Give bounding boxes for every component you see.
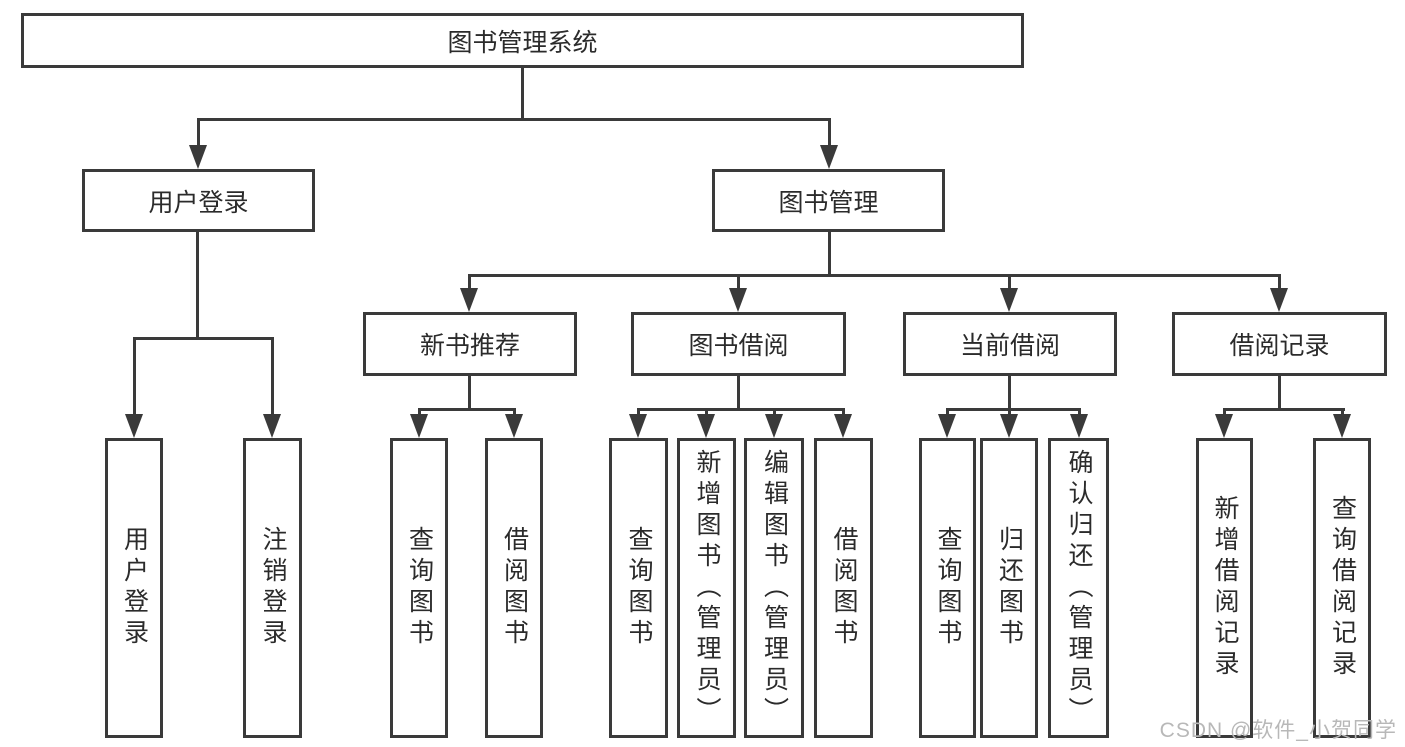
connector-current-rail	[946, 408, 1081, 411]
leaf-label: 用户登录	[120, 526, 149, 650]
leaf-current-confirm-return-admin: 确认归还（管理员）	[1048, 438, 1109, 738]
leaf-label: 归还图书	[995, 526, 1024, 650]
leaf-label: 查询图书	[625, 526, 653, 650]
arrowhead-borrowing	[729, 288, 747, 312]
leaf-current-query-books: 查询图书	[919, 438, 976, 738]
connector-current-leaf1	[946, 408, 949, 418]
node-label: 用户登录	[148, 188, 249, 217]
arrowhead-current-leaf3	[1070, 414, 1088, 438]
node-current-borrowing: 当前借阅	[903, 312, 1117, 376]
leaf-label: 新增借阅记录	[1211, 495, 1239, 681]
arrowhead-leaf-logout	[263, 414, 281, 438]
connector-borrowing-rail	[637, 408, 845, 411]
connector-to-user-login	[197, 118, 200, 150]
leaf-recommend-borrow-books: 借阅图书	[485, 438, 543, 738]
arrowhead-user-login	[189, 145, 207, 169]
leaf-current-return-books: 归还图书	[980, 438, 1038, 738]
node-library-management-system: 图书管理系统	[21, 13, 1024, 68]
leaf-borrowing-edit-books-admin: 编辑图书（管理员）	[744, 438, 804, 738]
connector-borrowing-leaf1	[637, 408, 640, 418]
connector-to-records	[1278, 274, 1281, 292]
connector-records-rail	[1223, 408, 1345, 411]
arrowhead-current-leaf1	[938, 414, 956, 438]
leaf-label: 借阅图书	[830, 526, 858, 650]
connector-borrowing-leaf2	[705, 408, 708, 418]
leaf-records-query-borrow-record: 查询借阅记录	[1313, 438, 1371, 738]
arrowhead-recommend-leaf1	[410, 414, 428, 438]
arrowhead-current-leaf2	[1000, 414, 1018, 438]
leaf-records-add-borrow-record: 新增借阅记录	[1196, 438, 1253, 738]
connector-to-leaf-user-login	[133, 337, 136, 418]
connector-borrowing-leaf4	[842, 408, 845, 418]
leaf-borrowing-query-books: 查询图书	[609, 438, 668, 738]
connector-recommend-leaf2	[513, 408, 516, 418]
leaf-label: 查询图书	[405, 526, 434, 650]
connector-borrowing-stub	[737, 376, 740, 410]
connector-to-leaf-logout	[271, 337, 274, 418]
node-new-book-recommendation: 新书推荐	[363, 312, 577, 376]
connector-to-recommend	[468, 274, 471, 292]
connector-to-borrowing	[737, 274, 740, 292]
csdn-watermark: CSDN @软件_小贺同学	[1159, 719, 1397, 742]
connector-book-mgmt-stub	[828, 232, 831, 276]
node-label: 图书管理	[778, 188, 879, 217]
node-book-management: 图书管理	[712, 169, 945, 232]
node-label: 借阅记录	[1229, 332, 1330, 360]
arrowhead-borrowing-leaf1	[629, 414, 647, 438]
connector-current-stub	[1008, 376, 1011, 410]
leaf-recommend-query-books: 查询图书	[390, 438, 448, 738]
leaf-borrowing-borrow-books: 借阅图书	[814, 438, 873, 738]
node-book-borrowing: 图书借阅	[631, 312, 846, 376]
leaf-logout-login: 注销登录	[243, 438, 302, 738]
node-label: 当前借阅	[959, 332, 1060, 360]
node-label: 新书推荐	[419, 332, 520, 360]
node-user-login: 用户登录	[82, 169, 315, 232]
connector-to-current	[1008, 274, 1011, 292]
arrowhead-book-management	[820, 145, 838, 169]
leaf-label: 查询图书	[934, 526, 962, 650]
leaf-borrowing-add-books-admin: 新增图书（管理员）	[677, 438, 736, 738]
connector-user-login-stub	[196, 232, 199, 340]
connector-borrowing-leaf3	[773, 408, 776, 418]
connector-root-stub	[521, 68, 524, 120]
connector-records-leaf2	[1341, 408, 1344, 418]
arrowhead-records-leaf2	[1333, 414, 1351, 438]
leaf-label: 确认归还（管理员）	[1065, 448, 1093, 728]
leaf-label: 注销登录	[259, 526, 287, 650]
connector-recommend-stub	[468, 376, 471, 410]
connector-records-stub	[1278, 376, 1281, 410]
leaf-label: 查询借阅记录	[1328, 495, 1357, 681]
arrowhead-records-leaf1	[1215, 414, 1233, 438]
arrowhead-borrowing-leaf2	[697, 414, 715, 438]
leaf-label: 编辑图书（管理员）	[760, 448, 789, 728]
connector-current-leaf3	[1078, 408, 1081, 418]
node-label: 图书借阅	[688, 332, 789, 360]
connector-records-leaf1	[1223, 408, 1226, 418]
node-borrowing-records: 借阅记录	[1172, 312, 1387, 376]
leaf-label: 借阅图书	[500, 526, 529, 650]
node-label: 图书管理系统	[447, 28, 598, 57]
connector-user-login-rail	[133, 337, 274, 340]
connector-level3-rail	[468, 274, 1281, 277]
arrowhead-records	[1270, 288, 1288, 312]
connector-to-book-management	[828, 118, 831, 150]
arrowhead-borrowing-leaf3	[765, 414, 783, 438]
arrowhead-leaf-user-login	[125, 414, 143, 438]
connector-recommend-rail	[418, 408, 516, 411]
leaf-user-login: 用户登录	[105, 438, 163, 738]
connector-recommend-leaf1	[418, 408, 421, 418]
arrowhead-borrowing-leaf4	[834, 414, 852, 438]
leaf-label: 新增图书（管理员）	[693, 448, 721, 728]
connector-level2-rail	[197, 118, 831, 121]
arrowhead-recommend	[460, 288, 478, 312]
connector-current-leaf2	[1008, 408, 1011, 418]
arrowhead-recommend-leaf2	[505, 414, 523, 438]
arrowhead-current	[1000, 288, 1018, 312]
